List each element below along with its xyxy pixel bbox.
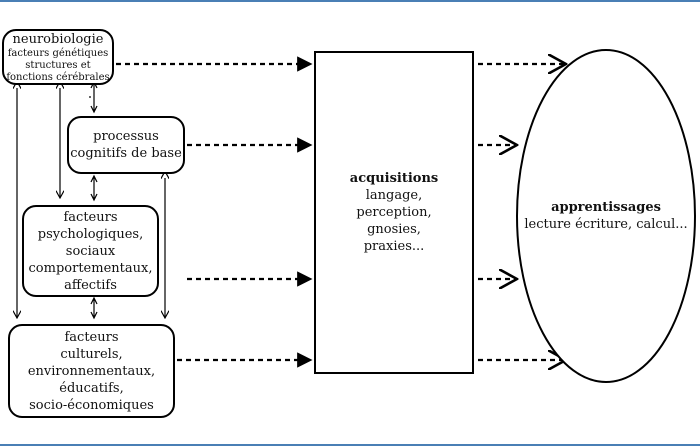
acquisitions-title: acquisitions xyxy=(349,171,439,186)
arrows-to-apprentissages xyxy=(478,64,566,360)
acquisitions-line-3: gnosies, xyxy=(367,222,421,237)
neurobiologie-line-1: facteurs génétiques xyxy=(7,47,109,59)
box-processus-cognitifs: processus cognitifs de base xyxy=(67,116,185,174)
neurobiologie-title: neurobiologie xyxy=(12,31,104,47)
apprentissages-subtitle: lecture écriture, calcul... xyxy=(524,217,688,232)
processus-line-2: cognitifs de base xyxy=(70,146,182,161)
psycho-line-5: affectifs xyxy=(64,277,117,293)
culturels-line-4: éducatifs, xyxy=(59,380,124,396)
bottom-border-line xyxy=(0,444,700,446)
psycho-line-4: comportementaux, xyxy=(28,260,153,276)
culturels-line-2: culturels, xyxy=(60,346,123,362)
culturels-line-5: socio-économiques xyxy=(29,397,154,413)
double-arrow-neuro-processus xyxy=(89,80,98,114)
acquisitions-line-2: perception, xyxy=(356,205,432,220)
acquisitions-line-4: praxies... xyxy=(363,239,425,254)
arrows-to-acquisitions xyxy=(116,56,313,368)
psycho-line-3: sociaux xyxy=(65,243,116,259)
double-arrow-psycho-culturels xyxy=(90,296,98,320)
box-neurobiologie: neurobiologie facteurs génétiques struct… xyxy=(2,29,114,85)
double-arrow-processus-psycho xyxy=(90,174,98,202)
box-facteurs-psychologiques: facteurs psychologiques, sociaux comport… xyxy=(22,205,159,297)
apprentissages-text: apprentissages lecture écriture, calcul.… xyxy=(517,50,695,382)
box-acquisitions: acquisitions langage, perception, gnosie… xyxy=(314,51,474,374)
box-facteurs-culturels: facteurs culturels, environnementaux, éd… xyxy=(8,324,175,418)
neurobiologie-line-2: structures et xyxy=(25,59,91,71)
top-border-line xyxy=(0,0,700,2)
apprentissages-ellipse xyxy=(516,49,696,383)
vertical-links xyxy=(17,88,165,318)
apprentissages-title: apprentissages xyxy=(551,200,661,215)
psycho-line-1: facteurs xyxy=(63,209,118,225)
psycho-line-2: psychologiques, xyxy=(37,226,144,242)
culturels-line-1: facteurs xyxy=(64,329,119,345)
processus-line-1: processus xyxy=(93,129,159,144)
acquisitions-line-1: langage, xyxy=(365,188,423,203)
neurobiologie-line-3: fonctions cérébrales xyxy=(6,71,110,83)
culturels-line-3: environnementaux, xyxy=(27,363,156,379)
